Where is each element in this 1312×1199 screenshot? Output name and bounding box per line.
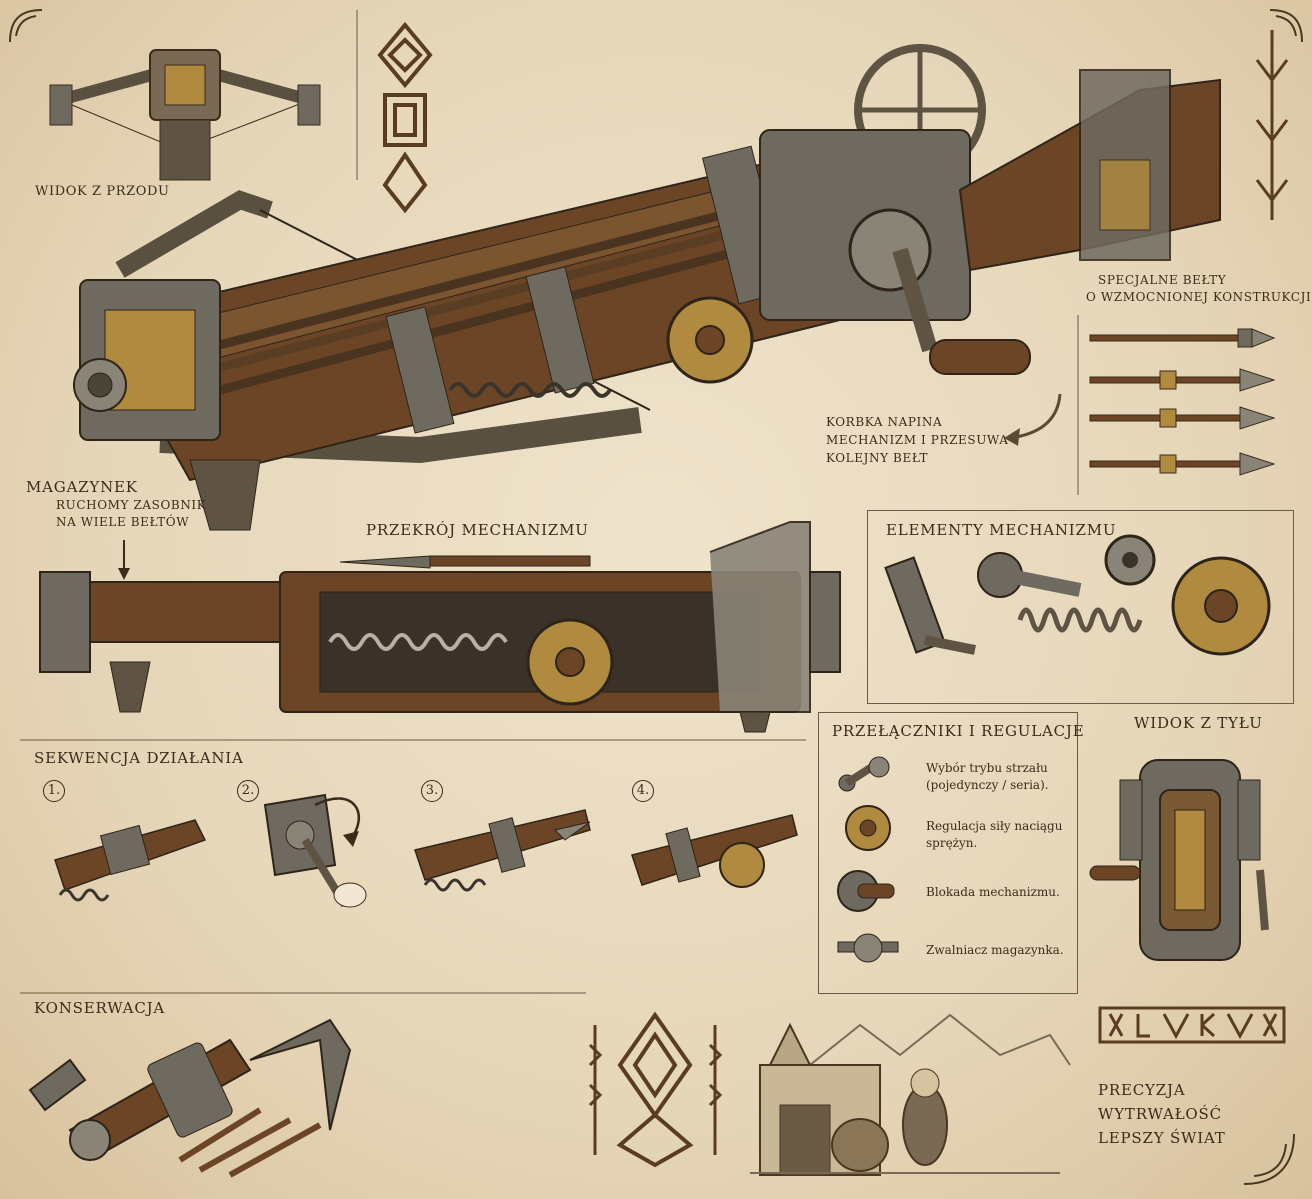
- sequence-step-4-drawing: [631, 814, 798, 888]
- crank-desc-line2: MECHANIZM I PRZESUWA: [826, 433, 1009, 447]
- switch-2-line2: sprężyn.: [926, 836, 978, 850]
- switch-2-line1: Regulacja siły naciągu: [926, 819, 1063, 833]
- maintenance-frame: [20, 992, 586, 994]
- bolts-drawing: [1077, 315, 1276, 495]
- maintenance-title: KONSERWACJA: [34, 999, 166, 1017]
- switches-panel: [818, 712, 1078, 994]
- tension-regulator-icon: [845, 805, 891, 851]
- cross-section-title: PRZEKRÓJ MECHANIZMU: [366, 521, 589, 539]
- bolts-title-line2: O WZMOCNIONEJ KONSTRUKCJI: [1086, 290, 1312, 304]
- mechanism-elements-panel: [867, 510, 1294, 704]
- rear-view-drawing: [1089, 759, 1269, 961]
- dwarf-workshop-scene: [750, 1013, 1071, 1176]
- sequence-step-1-number: 1.: [43, 780, 65, 802]
- switch-3-line1: Blokada mechanizmu.: [926, 885, 1060, 899]
- crank-desc-line3: KOLEJNY BEŁT: [826, 451, 929, 465]
- front-view-drawing: [49, 49, 321, 181]
- switch-1-line1: Wybór trybu strzału: [926, 761, 1048, 775]
- bolts-title-line1: SPECJALNE BEŁTY: [1098, 273, 1227, 287]
- mechanism-lock-icon: [837, 870, 895, 912]
- divider-line: [356, 10, 358, 180]
- rear-view-title: WIDOK Z TYŁU: [1134, 714, 1263, 732]
- motto-line3: LEPSZY ŚWIAT: [1098, 1129, 1226, 1147]
- motto-line2: WYTRWAŁOŚĆ: [1098, 1105, 1222, 1123]
- rune-ornament-icon: [1255, 30, 1289, 220]
- center-knotwork-icon: [588, 1011, 723, 1168]
- down-arrow-icon: [118, 540, 130, 580]
- fire-mode-selector-icon: [838, 756, 890, 792]
- magazine-release-icon: [837, 933, 899, 963]
- sequence-step-3-number: 3.: [421, 780, 443, 802]
- mechanism-elements-title: ELEMENTY MECHANIZMU: [886, 521, 1117, 539]
- corner-ornament-top-right: [1269, 9, 1303, 43]
- crank-desc-line1: KORBKA NAPINA: [826, 415, 943, 429]
- switches-title: PRZEŁĄCZNIKI I REGULACJE: [832, 722, 1085, 740]
- corner-ornament-top-left: [9, 9, 43, 43]
- sequence-step-2-number: 2.: [237, 780, 259, 802]
- maintenance-drawing: [28, 1018, 352, 1178]
- sequence-title: SEKWENCJA DZIAŁANIA: [34, 749, 244, 767]
- magazine-desc-line2: NA WIELE BEŁTÓW: [56, 515, 190, 529]
- sequence-step-4-number: 4.: [632, 780, 654, 802]
- knotwork-ornament-icon: [377, 21, 433, 214]
- front-view-label: WIDOK Z PRZODU: [35, 184, 170, 199]
- sequence-step-1-drawing: [54, 819, 207, 902]
- magazine-title: MAGAZYNEK: [26, 478, 138, 496]
- motto-line1: PRECYZJA: [1098, 1081, 1186, 1099]
- rune-banner: [1098, 1006, 1286, 1044]
- sequence-step-3-drawing: [414, 809, 591, 892]
- magazine-desc-line1: RUCHOMY ZASOBNIK: [56, 498, 207, 512]
- main-crossbow-drawing: [73, 44, 1221, 531]
- switch-1-line2: (pojedynczy / seria).: [926, 778, 1049, 792]
- switch-4-line1: Zwalniacz magazynka.: [926, 943, 1064, 957]
- corner-ornament-bottom-right: [1243, 1133, 1295, 1185]
- mechanism-elements-drawing: [884, 534, 1271, 656]
- crank-arrow-icon: [1004, 393, 1062, 446]
- cross-section-drawing: [39, 521, 841, 733]
- sequence-step-2-drawing: [263, 793, 367, 908]
- sequence-frame: [20, 739, 806, 741]
